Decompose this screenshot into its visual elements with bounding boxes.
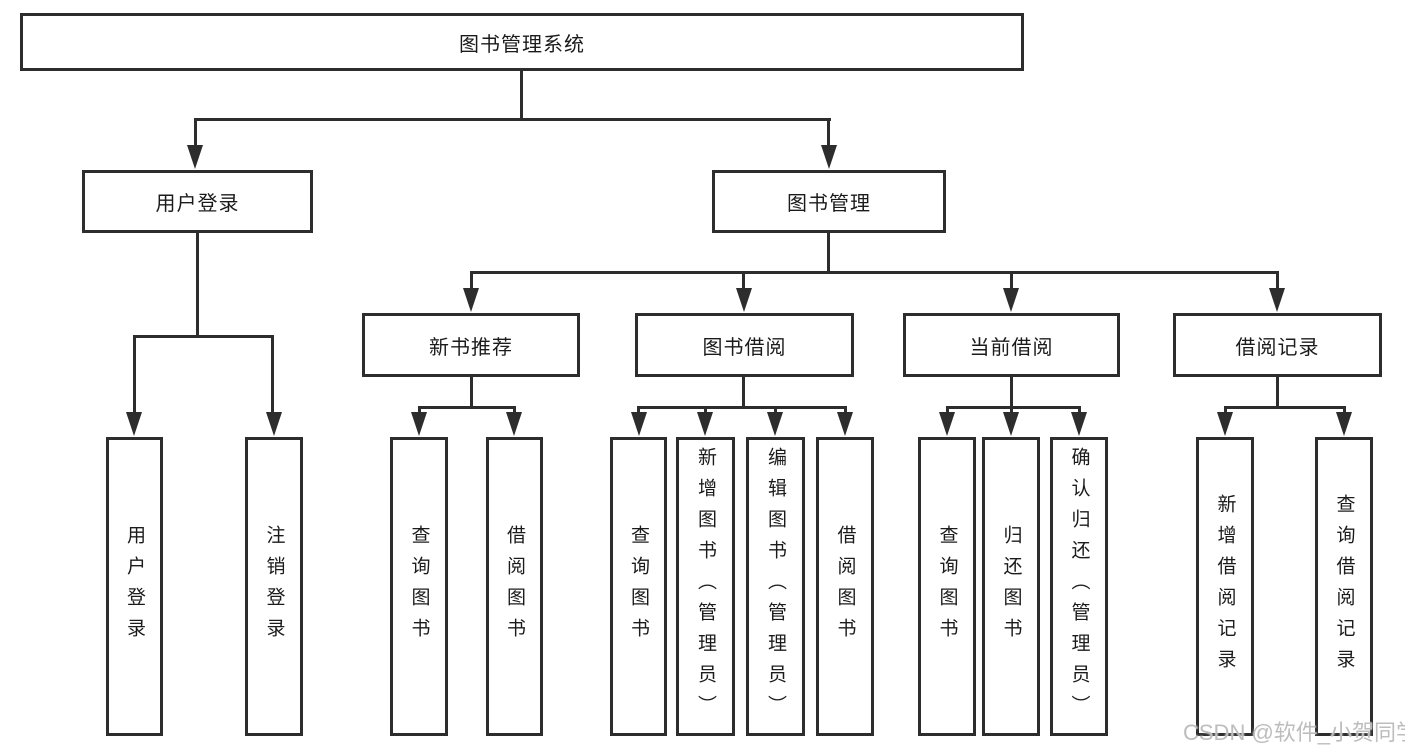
connector-vline <box>1343 406 1346 416</box>
connector-hline <box>1224 406 1346 409</box>
leaf-borrowing-borrow-books: 借阅图书 <box>816 437 874 736</box>
arrowhead-down-icon <box>411 412 427 436</box>
node-new-book-recommend-label: 新书推荐 <box>429 336 513 359</box>
leaf-current-query-books-label: 查询图书 <box>936 524 958 649</box>
arrowhead-down-icon <box>821 145 837 169</box>
arrowhead-down-icon <box>1003 412 1019 436</box>
connector-vline <box>470 377 473 409</box>
arrowhead-down-icon <box>697 412 713 436</box>
node-current-borrowing-label: 当前借阅 <box>969 336 1054 359</box>
leaf-current-query-books: 查询图书 <box>918 437 976 736</box>
connector-vline <box>742 271 745 291</box>
leaf-query-borrow-record: 查询借阅记录 <box>1315 437 1373 736</box>
leaf-borrowing-query-books: 查询图书 <box>610 437 667 736</box>
arrowhead-down-icon <box>631 412 647 436</box>
arrowhead-down-icon <box>1003 288 1019 312</box>
connector-vline <box>1010 377 1013 409</box>
connector-vline <box>520 70 523 121</box>
node-book-borrowing-label: 图书借阅 <box>702 336 787 359</box>
connector-vline <box>827 233 830 274</box>
arrowhead-down-icon <box>126 412 142 436</box>
leaf-query-borrow-record-label: 查询借阅记录 <box>1333 493 1355 680</box>
node-book-borrowing: 图书借阅 <box>635 313 854 377</box>
arrowhead-down-icon <box>736 288 752 312</box>
arrowhead-down-icon <box>463 288 479 312</box>
leaf-borrowing-borrow-books-label: 借阅图书 <box>834 524 856 649</box>
connector-vline <box>742 377 745 409</box>
csdn-watermark: CSDN @软件_小贺同学 <box>1183 720 1405 745</box>
arrowhead-down-icon <box>1336 412 1352 436</box>
connector-hline <box>946 406 1081 409</box>
arrowhead-down-icon <box>837 412 853 436</box>
connector-vline <box>1276 377 1279 409</box>
connector-vline <box>774 406 777 416</box>
arrowhead-down-icon <box>1071 412 1087 436</box>
connector-vline <box>470 271 473 291</box>
leaf-user-login-label: 用户登录 <box>124 524 145 649</box>
arrowhead-down-icon <box>767 412 783 436</box>
connector-vline <box>1078 406 1081 416</box>
connector-vline <box>196 233 199 338</box>
leaf-return-books-label: 归还图书 <box>1000 524 1022 649</box>
connector-hline <box>637 406 847 409</box>
connector-vline <box>513 406 516 416</box>
arrowhead-down-icon <box>1217 412 1233 436</box>
arrowhead-down-icon <box>1269 288 1285 312</box>
node-book-management-label: 图书管理 <box>787 193 871 215</box>
leaf-edit-books-admin-label: 编辑图书（管理员） <box>765 447 786 726</box>
leaf-recommend-query-books: 查询图书 <box>390 437 448 736</box>
node-book-management: 图书管理 <box>712 170 946 233</box>
connector-vline <box>1224 406 1227 416</box>
connector-vline <box>271 335 274 415</box>
leaf-add-books-admin: 新增图书（管理员） <box>676 437 735 736</box>
node-new-book-recommend: 新书推荐 <box>362 313 580 377</box>
leaf-logout: 注销登录 <box>245 437 303 736</box>
leaf-add-books-admin-label: 新增图书（管理员） <box>695 447 716 726</box>
arrowhead-down-icon <box>187 145 203 169</box>
connector-hline <box>133 335 274 338</box>
leaf-borrowing-query-books-label: 查询图书 <box>628 524 649 649</box>
leaf-recommend-borrow-books-label: 借阅图书 <box>504 524 525 649</box>
node-user-login-label: 用户登录 <box>155 193 240 215</box>
leaf-return-books: 归还图书 <box>982 437 1040 736</box>
leaf-add-borrow-record-label: 新增借阅记录 <box>1214 493 1236 680</box>
arrowhead-down-icon <box>506 412 522 436</box>
leaf-logout-label: 注销登录 <box>263 524 285 649</box>
leaf-add-borrow-record: 新增借阅记录 <box>1196 437 1254 736</box>
connector-hline <box>470 271 1279 274</box>
arrowhead-down-icon <box>939 412 955 436</box>
connector-vline <box>946 406 949 416</box>
arrowhead-down-icon <box>266 412 282 436</box>
connector-vline <box>637 406 640 416</box>
connector-vline <box>194 118 197 148</box>
leaf-recommend-query-books-label: 查询图书 <box>408 524 430 649</box>
connector-vline <box>1276 271 1279 291</box>
connector-vline <box>133 335 136 415</box>
connector-hline <box>418 406 516 409</box>
node-current-borrowing: 当前借阅 <box>903 313 1120 377</box>
connector-hline <box>194 118 831 121</box>
node-root: 图书管理系统 <box>20 13 1024 71</box>
connector-vline <box>844 406 847 416</box>
connector-vline <box>827 118 830 148</box>
leaf-user-login: 用户登录 <box>106 437 163 736</box>
node-user-login: 用户登录 <box>82 170 313 233</box>
node-borrow-records: 借阅记录 <box>1173 313 1382 377</box>
node-borrow-records-label: 借阅记录 <box>1235 336 1320 359</box>
leaf-confirm-return-admin-label: 确认归还（管理员） <box>1068 447 1090 726</box>
connector-vline <box>418 406 421 416</box>
node-root-label: 图书管理系统 <box>459 33 585 56</box>
leaf-confirm-return-admin: 确认归还（管理员） <box>1050 437 1108 736</box>
leaf-recommend-borrow-books: 借阅图书 <box>486 437 543 736</box>
connector-vline <box>704 406 707 416</box>
connector-vline <box>1010 271 1013 291</box>
connector-vline <box>1010 406 1013 416</box>
leaf-edit-books-admin: 编辑图书（管理员） <box>746 437 805 736</box>
